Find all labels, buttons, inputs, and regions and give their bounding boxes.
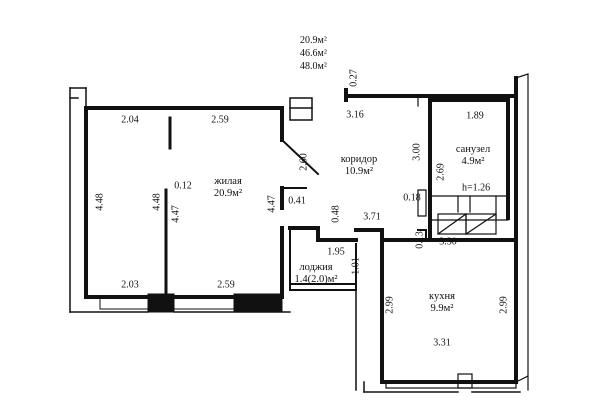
dim-corridor-step: 0.48 xyxy=(330,205,342,223)
dim-living-door-edge: 0.41 xyxy=(288,195,306,207)
dim-bathroom-width: 1.89 xyxy=(466,110,484,122)
room-bathroom-name: санузел xyxy=(455,144,491,155)
kitchen-window xyxy=(385,373,517,389)
room-corridor: коридор 10.9м² xyxy=(341,154,378,178)
room-living: жилая 20.9м² xyxy=(214,176,242,200)
room-living-area: 20.9м² xyxy=(213,188,243,199)
bathroom-height: h=1.26 xyxy=(462,182,491,194)
room-bathroom: санузел 4.9м² xyxy=(456,144,490,168)
dim-kitchen-left: 2.99 xyxy=(384,296,396,314)
dim-kitchen-bottom: 3.31 xyxy=(433,337,451,349)
corridor-walls xyxy=(288,76,518,384)
dim-kitchen-top: 3.30 xyxy=(439,236,457,248)
dim-living-top-right: 2.59 xyxy=(211,114,229,126)
summary-total-with-loggia: 48.0м² xyxy=(300,61,327,72)
dim-living-bottom-right: 2.59 xyxy=(217,279,235,291)
living-windows xyxy=(99,293,283,313)
summary-total-area: 46.6м² xyxy=(300,48,327,59)
room-bathroom-area: 4.9м² xyxy=(461,156,485,167)
corridor-pillar xyxy=(417,229,427,241)
dim-loggia-width: 1.95 xyxy=(327,246,345,258)
dim-corridor-right-height: 3.00 xyxy=(411,143,423,161)
living-room-walls xyxy=(84,106,284,299)
room-living-name: жилая xyxy=(214,176,242,187)
room-loggia: лоджия 1.4(2.0)м² xyxy=(294,262,337,286)
dim-corridor-wall-stub: 0.27 xyxy=(348,69,360,87)
dim-living-partition-left: 4.48 xyxy=(151,193,163,211)
room-loggia-name: лоджия xyxy=(299,262,333,273)
dim-living-left-height: 4.48 xyxy=(94,193,106,211)
dim-living-top-left: 2.04 xyxy=(121,114,139,126)
room-corridor-area: 10.9м² xyxy=(344,166,374,177)
dim-corridor-gap: 0.13 xyxy=(414,231,426,249)
dim-living-right-height: 4.47 xyxy=(266,195,278,213)
summary-living-area: 20.9м² xyxy=(300,35,327,46)
room-loggia-area: 1.4(2.0)м² xyxy=(294,274,338,285)
dim-corridor-lower-right: 2.69 xyxy=(435,163,447,181)
bathroom-door xyxy=(417,95,431,121)
loggia-walls xyxy=(289,227,357,291)
living-partition xyxy=(164,116,172,299)
room-kitchen-area: 9.9м² xyxy=(430,303,454,314)
dim-corridor-bottom: 3.71 xyxy=(363,211,381,223)
diagonal-wall xyxy=(280,138,320,189)
dim-corridor-pillar: 0.18 xyxy=(403,192,421,204)
dim-kitchen-right: 2.99 xyxy=(498,296,510,314)
ventilation-shafts xyxy=(437,213,497,235)
dim-loggia-depth: 1.01 xyxy=(350,257,362,275)
area-summary: 20.9м² 46.6м² 48.0м² xyxy=(300,34,327,73)
room-kitchen: кухня 9.9м² xyxy=(429,291,455,315)
dim-living-bottom-left: 2.03 xyxy=(121,279,139,291)
vent-notch xyxy=(289,97,313,121)
dim-living-partition-thickness: 0.12 xyxy=(174,180,192,192)
dim-diagonal-wall: 2.60 xyxy=(298,153,310,171)
room-kitchen-name: кухня xyxy=(429,291,455,302)
corridor-details xyxy=(417,73,529,391)
dim-living-partition-right: 4.47 xyxy=(170,205,182,223)
kitchen-walls xyxy=(355,289,521,393)
room-corridor-name: коридор xyxy=(340,154,378,165)
dim-corridor-top: 3.16 xyxy=(346,109,364,121)
